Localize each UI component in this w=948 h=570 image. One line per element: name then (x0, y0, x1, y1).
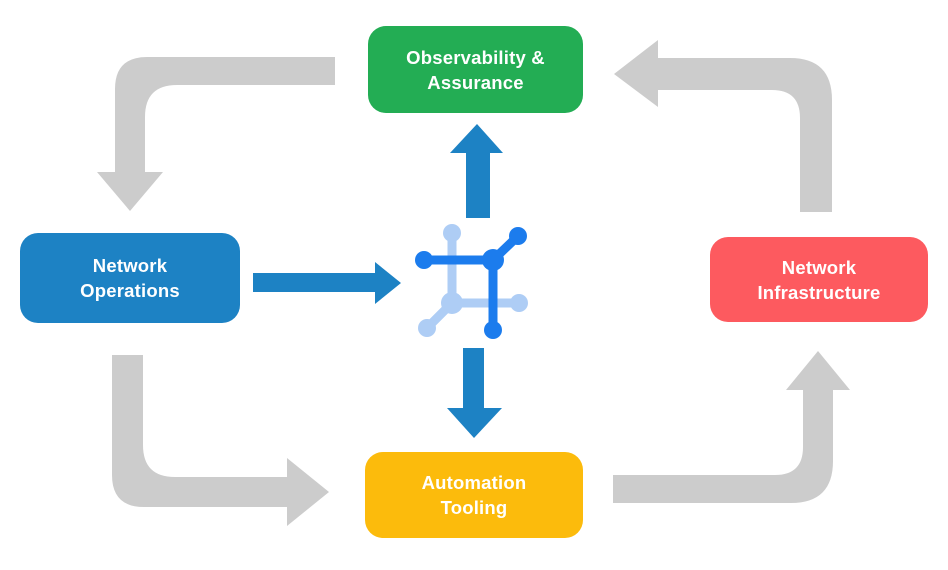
arrow-automation-to-netinfra (613, 351, 850, 503)
icon-dark-node-left (415, 251, 433, 269)
node-automation-tooling: Automation Tooling (365, 452, 583, 538)
icon-light-node-top (443, 224, 461, 242)
node-network-infrastructure-label: Network Infrastructure (757, 256, 881, 303)
node-observability-assurance: Observability & Assurance (368, 26, 583, 113)
icon-light-corner (441, 292, 463, 314)
node-observability-label: Observability & Assurance (406, 46, 545, 93)
arrow-netinfra-to-observability (614, 40, 832, 212)
icon-dark-corner (482, 249, 504, 271)
arrow-netops-to-icon (253, 262, 401, 304)
icon-light-node-right (510, 294, 528, 312)
arrow-icon-to-automation (447, 348, 502, 438)
node-network-operations: Network Operations (20, 233, 240, 323)
network-nodes-icon (415, 224, 528, 339)
icon-light-node-diag (418, 319, 436, 337)
node-automation-tooling-label: Automation Tooling (421, 472, 527, 518)
icon-dark-node-bottom (484, 321, 502, 339)
arrow-icon-to-observability (450, 124, 503, 218)
node-network-operations-label: Network Operations (80, 255, 180, 301)
node-network-infrastructure: Network Infrastructure (710, 237, 928, 322)
arrow-netops-to-automation (112, 355, 329, 526)
arrow-observability-to-netops (97, 57, 335, 211)
icon-dark-node-diag (509, 227, 527, 245)
